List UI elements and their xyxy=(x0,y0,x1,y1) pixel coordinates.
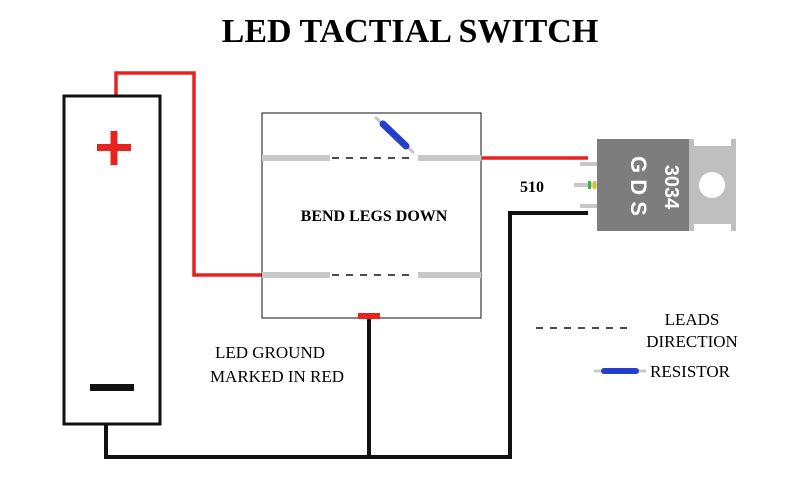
legend-leads-line1: LEADS xyxy=(665,310,720,329)
gate-resistor-band-1 xyxy=(588,181,591,189)
battery xyxy=(62,94,162,426)
battery-negative-ground-wire xyxy=(104,211,588,459)
legend-resistor-label: RESISTOR xyxy=(650,362,731,381)
switch-resistor xyxy=(373,115,416,155)
transistor: G D S 3034 xyxy=(574,139,736,231)
heatsink-mounting-hole xyxy=(699,172,725,198)
heatsink-notch-bottom xyxy=(694,224,731,231)
positive-wires xyxy=(114,71,588,277)
gate-resistor-band-2 xyxy=(593,181,596,189)
led-ground-note-line1: LED GROUND xyxy=(215,343,325,362)
legend-leads-line2: DIRECTION xyxy=(646,332,738,351)
switch-resistor-body xyxy=(379,120,410,150)
battery-positive-to-switch-wire xyxy=(114,71,264,277)
resistor-value-label: 510 xyxy=(520,179,544,196)
tactile-switch: BEND LEGS DOWN xyxy=(261,112,482,319)
ground-wires xyxy=(104,211,588,459)
legend: LEADS DIRECTION RESISTOR xyxy=(536,310,738,381)
led-ground-marker xyxy=(358,313,380,319)
switch-label: BEND LEGS DOWN xyxy=(301,208,448,225)
heatsink-notch-top xyxy=(694,139,731,146)
diagram-title: LED TACTIAL SWITCH xyxy=(222,13,599,50)
switch-body xyxy=(261,112,482,319)
transistor-part-number: 3034 xyxy=(660,165,682,210)
battery-minus-symbol xyxy=(90,384,134,391)
battery-plus-vertical xyxy=(110,131,118,165)
transistor-body xyxy=(597,139,689,231)
led-ground-note-line2: MARKED IN RED xyxy=(210,367,344,386)
transistor-pin-labels: G D S xyxy=(626,156,651,216)
